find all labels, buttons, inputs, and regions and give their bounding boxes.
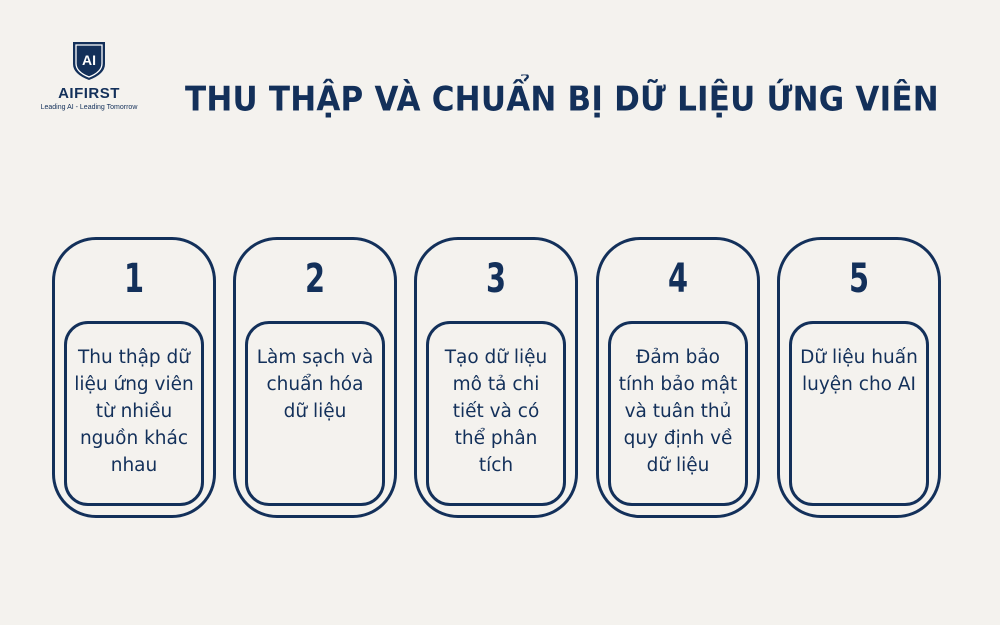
step-description-box: Đảm bảo tính bảo mật và tuân thủ quy địn…: [608, 321, 748, 506]
step-description: Thu thập dữ liệu ứng viên từ nhiều nguồn…: [74, 347, 194, 476]
step-number: 5: [848, 256, 870, 302]
step-card-1: 1 Thu thập dữ liệu ứng viên từ nhiều ngu…: [52, 237, 216, 518]
logo-name: AIFIRST: [58, 85, 120, 102]
step-description-box: Dữ liệu huấn luyện cho AI: [789, 321, 929, 506]
step-description-box: Tạo dữ liệu mô tả chi tiết và có thể phâ…: [426, 321, 566, 506]
step-number: 4: [667, 256, 689, 302]
step-description-box: Thu thập dữ liệu ứng viên từ nhiều nguồn…: [64, 321, 204, 506]
step-description: Đảm bảo tính bảo mật và tuân thủ quy địn…: [618, 347, 738, 476]
step-card-4: 4 Đảm bảo tính bảo mật và tuân thủ quy đ…: [596, 237, 760, 518]
step-description: Làm sạch và chuẩn hóa dữ liệu: [256, 347, 374, 422]
logo: AI AIFIRST Leading AI - Leading Tomorrow: [30, 38, 148, 111]
step-number: 3: [485, 256, 507, 302]
logo-mark: AI: [82, 52, 96, 68]
shield-logo-icon: AI: [73, 42, 105, 80]
step-card-2: 2 Làm sạch và chuẩn hóa dữ liệu: [233, 237, 397, 518]
logo-tagline: Leading AI - Leading Tomorrow: [40, 104, 138, 111]
step-description: Tạo dữ liệu mô tả chi tiết và có thể phâ…: [444, 347, 548, 476]
step-card-3: 3 Tạo dữ liệu mô tả chi tiết và có thể p…: [414, 237, 578, 518]
step-number: 1: [123, 256, 145, 302]
step-card-5: 5 Dữ liệu huấn luyện cho AI: [777, 237, 941, 518]
step-number: 2: [304, 256, 326, 302]
step-description-box: Làm sạch và chuẩn hóa dữ liệu: [245, 321, 385, 506]
page-title: THU THẬP VÀ CHUẨN BỊ DỮ LIỆU ỨNG VIÊN: [185, 80, 939, 120]
step-description: Dữ liệu huấn luyện cho AI: [800, 347, 918, 395]
